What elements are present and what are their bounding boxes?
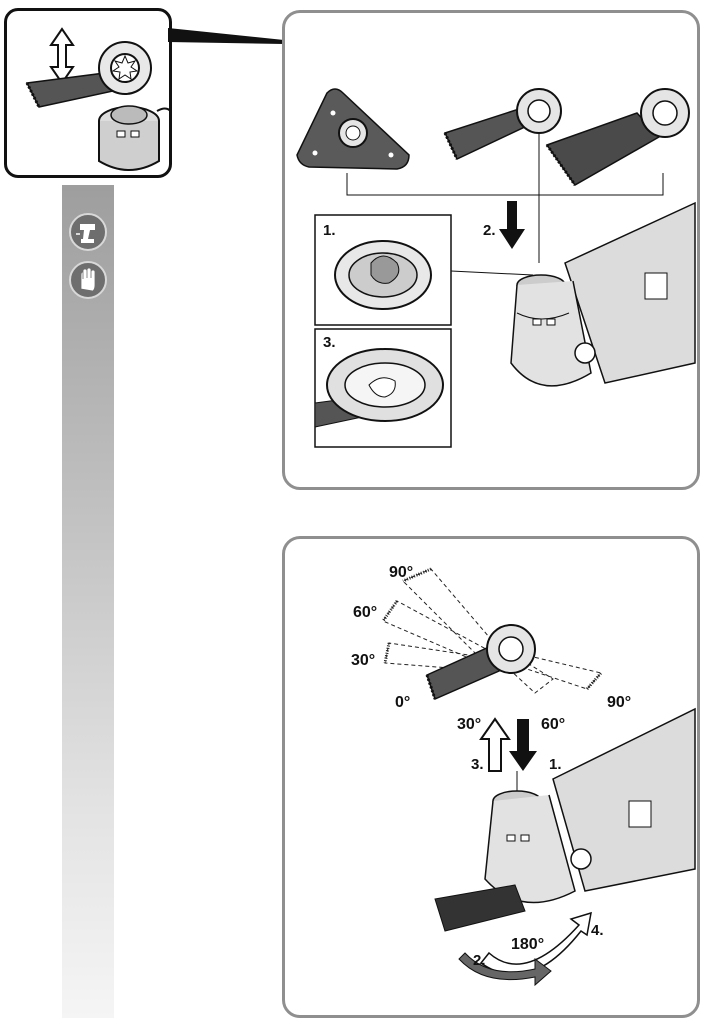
step-1-label: 1.	[323, 222, 336, 239]
detail-inset	[4, 8, 172, 178]
step-1-label: 1.	[549, 756, 562, 773]
bottom-figure-panel: 90° 60° 30° 0° 90° 30° 60° 3. 1. 2. 4. 1…	[282, 536, 700, 1018]
angle-30-label: 30°	[351, 652, 376, 669]
top-figure-illustration	[296, 88, 696, 448]
up-arrow-icon	[479, 717, 511, 772]
angle-90-top-label: 90°	[389, 564, 414, 581]
angle-60-label: 60°	[353, 604, 378, 621]
down-arrow-icon	[509, 719, 537, 771]
angle-0-label: 0°	[395, 694, 411, 711]
protective-gloves-icon	[69, 261, 107, 299]
power-tool-battery-icon	[69, 213, 107, 251]
callout-connector	[168, 28, 284, 44]
step-2-label: 2.	[483, 222, 496, 239]
sidebar-strip	[62, 185, 114, 1018]
multi-tool-body	[434, 707, 696, 932]
step-2-label: 2.	[473, 952, 486, 969]
top-figure-panel: 1. 2. 3.	[282, 10, 700, 490]
sanding-pad-accessory	[296, 88, 410, 170]
multi-tool-body	[510, 201, 696, 387]
up-down-arrow-icon	[49, 27, 75, 85]
wide-blade-accessory	[545, 88, 690, 186]
detail-inset-illustration	[25, 27, 169, 171]
arrow-30-label: 30°	[457, 716, 482, 733]
plunge-cut-blade-accessory	[443, 88, 562, 161]
rotation-arrow-icon	[458, 911, 592, 987]
angle-90-right-label: 90°	[607, 694, 632, 711]
step-4-label: 4.	[591, 922, 604, 939]
rotation-180-label: 180°	[511, 936, 545, 953]
step-3-label: 3.	[471, 756, 484, 773]
insert-down-arrow-icon	[499, 201, 525, 249]
arrow-60-label: 60°	[541, 716, 566, 733]
bottom-figure-illustration	[381, 567, 696, 987]
step-3-label: 3.	[323, 334, 336, 351]
